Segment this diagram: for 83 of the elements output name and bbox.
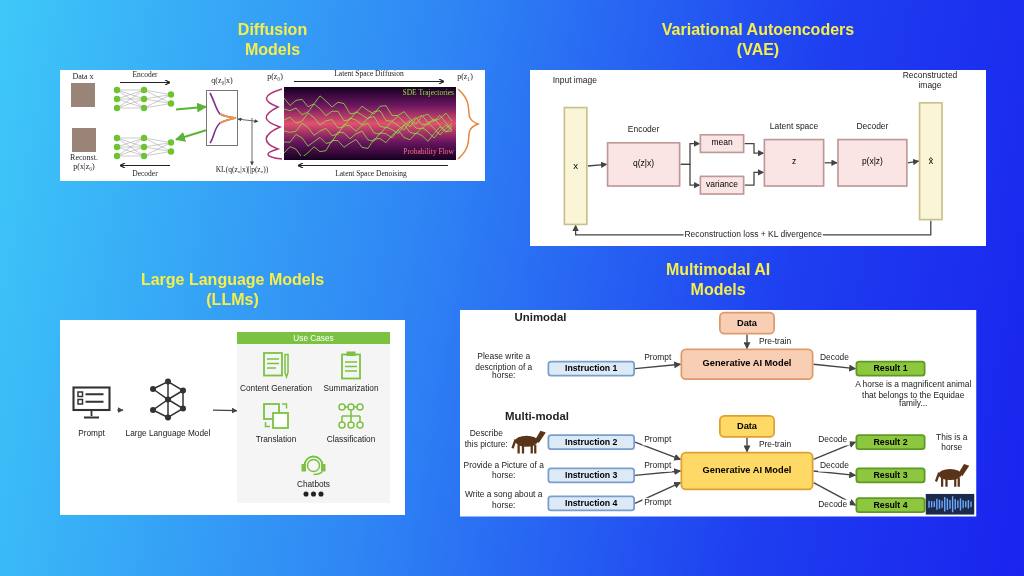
icon-caption: Classification xyxy=(325,434,377,444)
arrow xyxy=(812,441,857,461)
result-box: Result 2 xyxy=(855,434,926,450)
arrow xyxy=(743,169,765,186)
neural-network-drawing xyxy=(112,84,176,114)
section-heading: Multi-modal xyxy=(504,409,570,423)
arrow xyxy=(116,407,124,413)
panel-heading: Diffusion Models xyxy=(236,20,309,60)
box-heading: Encoder xyxy=(626,124,661,135)
image-bar: x xyxy=(563,106,588,226)
use-case-panel xyxy=(237,332,390,503)
arrow xyxy=(679,163,701,189)
note-text: Write a song about a horse: xyxy=(464,490,544,510)
icon-caption: Large Language Model xyxy=(124,428,212,438)
arrow xyxy=(823,159,838,166)
instruction-box: Instruction 3 xyxy=(547,467,635,484)
process-box: p(x|z) xyxy=(837,138,908,187)
note-text: A horse is a magnificent animal that belongs to the Equidae family... xyxy=(854,380,973,409)
math-label: p(z₀) xyxy=(266,72,284,82)
arrow xyxy=(634,468,682,477)
edge-label: Pre-train xyxy=(757,336,793,347)
edge-label: Prompt xyxy=(642,461,674,471)
process-box: variance xyxy=(699,175,745,195)
arrow xyxy=(634,441,682,461)
arrow xyxy=(812,470,857,479)
image-label: Reconstructed image xyxy=(901,70,959,90)
icon-caption: Content Generation xyxy=(240,383,312,393)
note-text: This is a horse xyxy=(935,432,969,452)
arrow xyxy=(743,333,751,350)
image-label: Input image xyxy=(551,74,598,85)
edge-label: Decode xyxy=(818,461,851,471)
note-text: Describe this picture: xyxy=(463,429,509,449)
icon-caption: Translation xyxy=(254,434,298,444)
note-text: Provide a Picture of a horse: xyxy=(463,460,544,480)
box-heading: Decoder xyxy=(855,121,890,131)
section-heading: Unimodal xyxy=(513,310,568,324)
result-box: Result 1 xyxy=(855,360,926,377)
process-box: z xyxy=(763,138,825,187)
icon-caption: Chatbots xyxy=(296,479,331,489)
arrow xyxy=(586,161,608,169)
result-box: Result 3 xyxy=(855,467,926,484)
data-box: Data xyxy=(719,311,775,335)
edge-label: Decode xyxy=(818,353,851,363)
note-text: Please write a description of a horse: xyxy=(474,352,534,381)
edge-label: Decode xyxy=(816,499,849,509)
neural-network-drawing xyxy=(112,132,176,162)
arrow xyxy=(175,102,207,113)
edge-label: Reconstruction loss + KL divergence xyxy=(682,230,824,240)
arrow xyxy=(743,142,765,157)
edge-label: Decode xyxy=(816,435,849,445)
math-label: p(z₁) xyxy=(456,72,474,82)
arrow xyxy=(812,481,857,506)
image-label: Reconst. p(x|z₀) xyxy=(69,153,99,172)
image-label: Data x xyxy=(71,72,95,82)
arrow xyxy=(175,129,207,142)
instruction-box: Instruction 4 xyxy=(547,495,635,512)
arrow xyxy=(212,407,238,414)
arrow xyxy=(634,361,682,370)
process-box: mean xyxy=(699,134,745,154)
process-box: q(z|x) xyxy=(606,142,681,187)
arrow xyxy=(743,437,751,453)
arrow xyxy=(634,481,682,505)
edge-label: Prompt xyxy=(642,353,674,363)
edge-label: Prompt xyxy=(642,435,674,445)
edge-label: Pre-train xyxy=(757,440,793,450)
image-bar: x̂ xyxy=(918,102,943,221)
icon-caption: Prompt xyxy=(77,428,106,438)
instruction-box: Instruction 2 xyxy=(547,434,635,450)
panel-heading: Large Language Models (LLMs) xyxy=(139,270,326,310)
edge-label: Prompt xyxy=(642,497,674,507)
math-label: q(z₀|x) xyxy=(210,76,234,86)
panel-header: Use Cases xyxy=(237,332,390,344)
model-box: Generative AI Model xyxy=(680,451,814,491)
panel-heading: Variational Autoencoders (VAE) xyxy=(660,20,856,60)
panel-heading: Multimodal AI Models xyxy=(664,260,772,300)
box-heading: Latent space xyxy=(768,121,820,131)
result-box: Result 4 xyxy=(855,497,926,513)
icon-caption: Summarization xyxy=(322,383,380,393)
model-box: Generative AI Model xyxy=(680,348,814,380)
arrow xyxy=(812,363,857,372)
data-box: Data xyxy=(719,415,775,438)
arrow xyxy=(906,158,920,166)
instruction-box: Instruction 1 xyxy=(547,360,635,377)
